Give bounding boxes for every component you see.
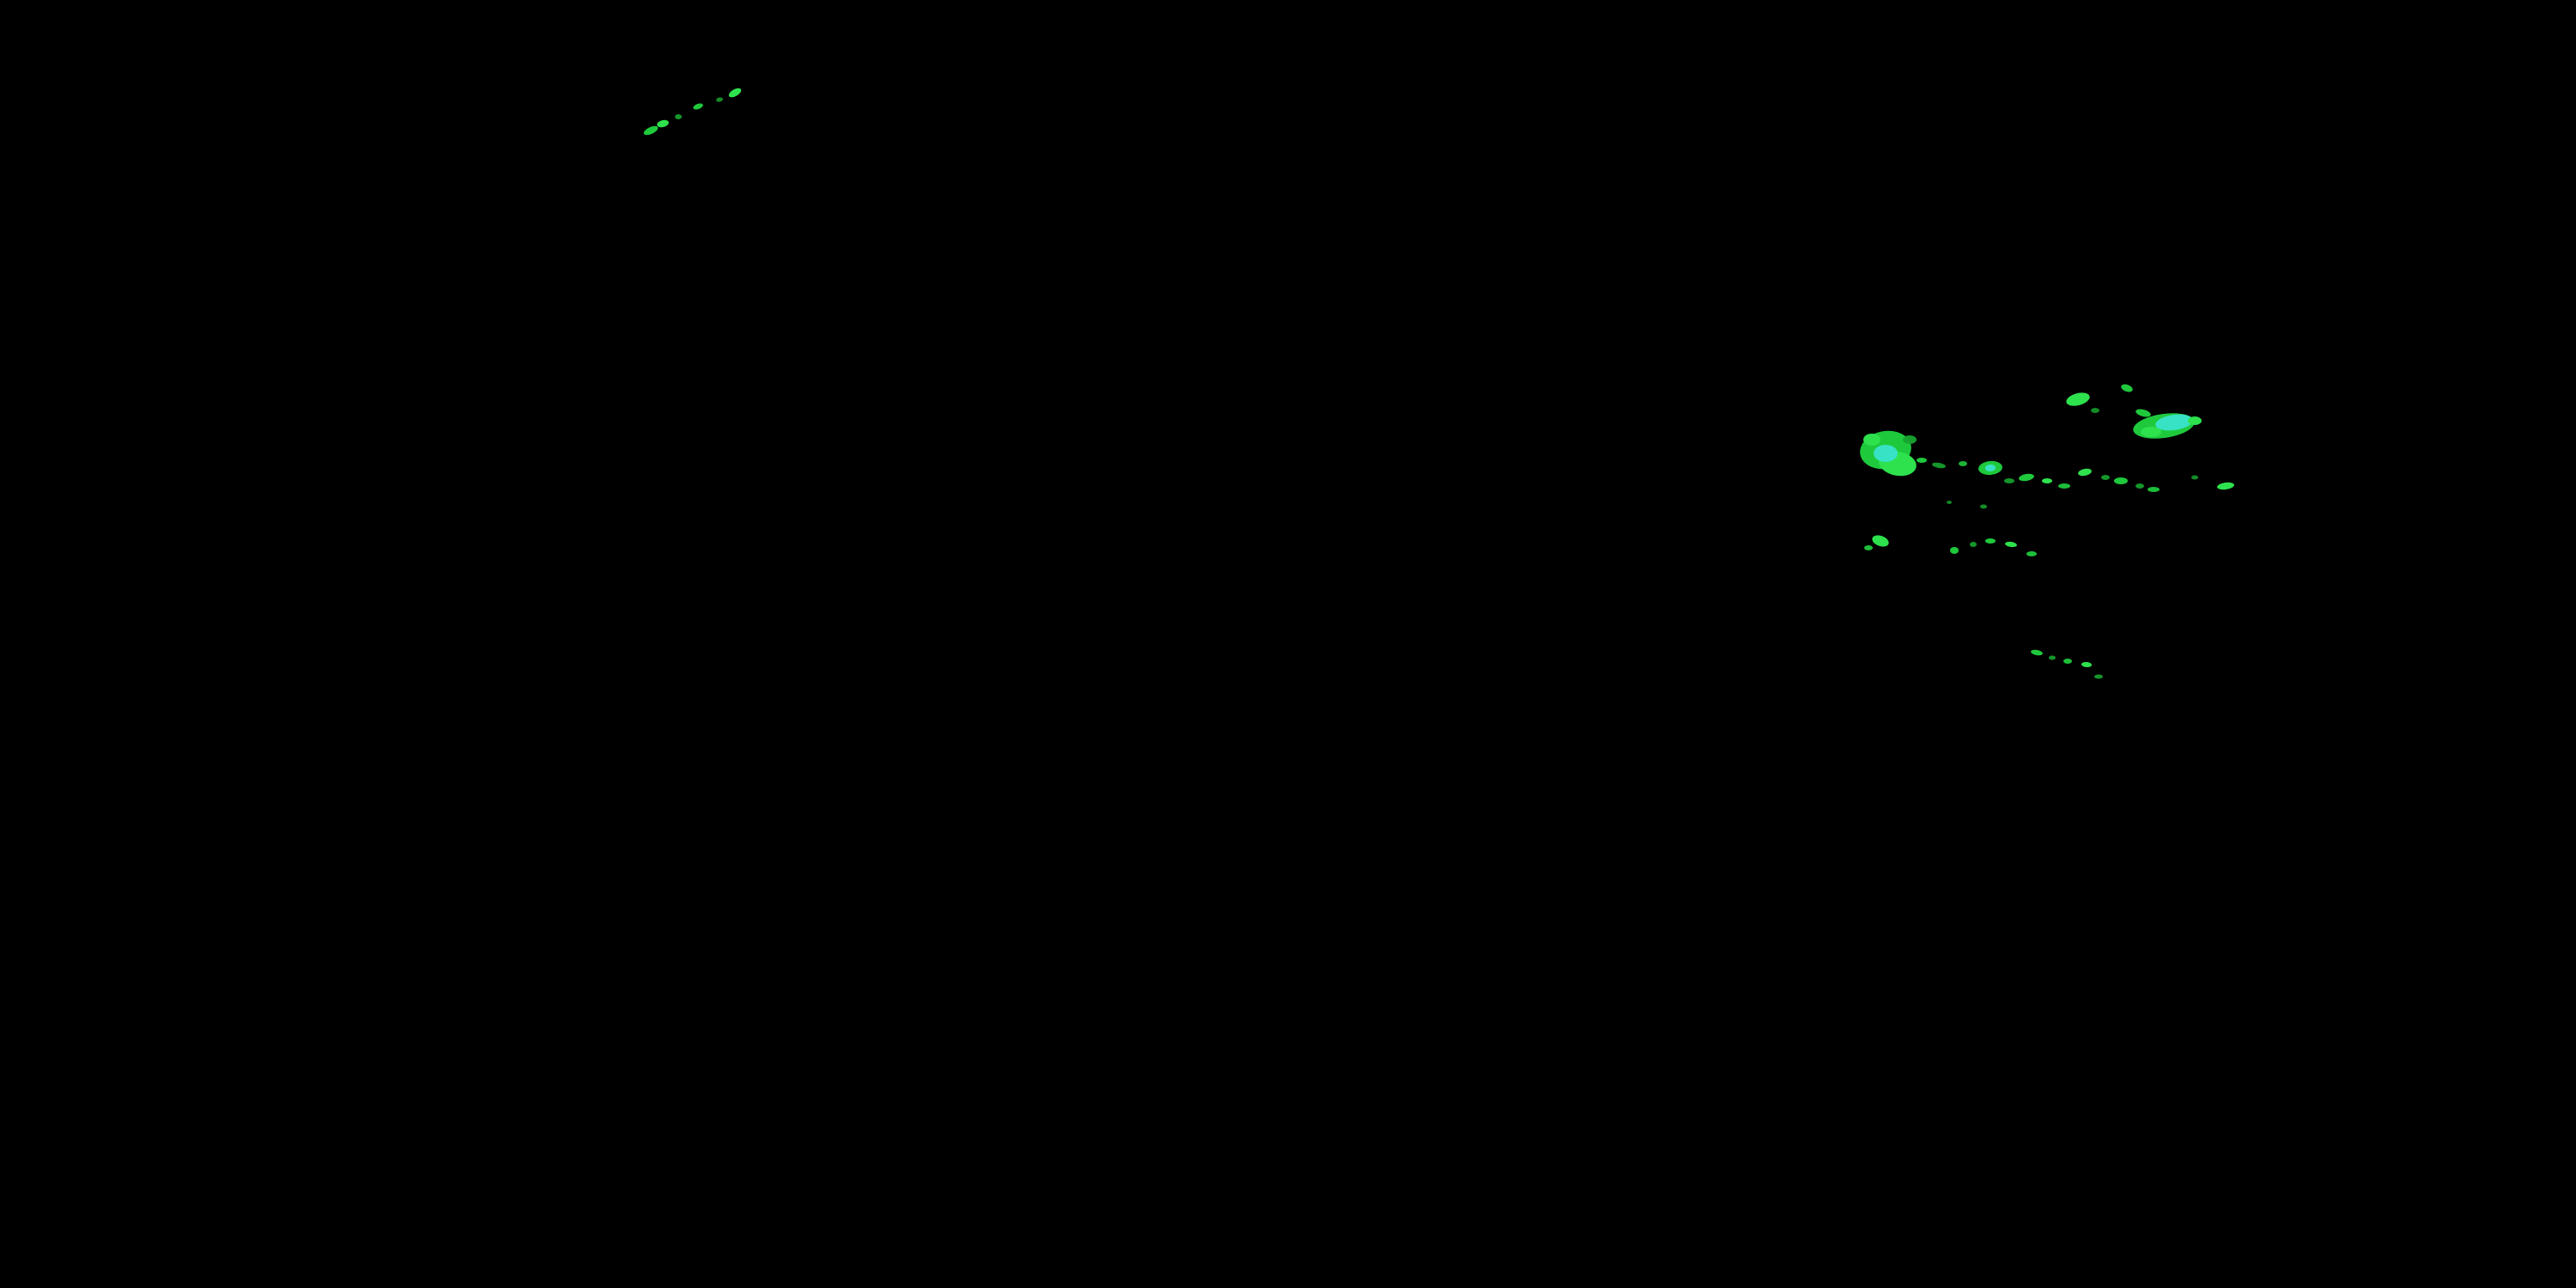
radar-echo-cell — [1874, 445, 1898, 462]
radar-echo-cell — [716, 97, 723, 102]
radar-echo-cell — [1917, 458, 1927, 463]
radar-echo-cell — [2058, 483, 2070, 489]
radar-echo-cell — [1959, 461, 1967, 466]
radar-echo-cell — [2191, 475, 2198, 480]
radar-echo-cell — [2141, 427, 2161, 437]
radar-echo-cell — [2078, 468, 2092, 477]
radar-echo-cell — [2004, 478, 2014, 483]
radar-echo-cell — [2066, 392, 2090, 406]
radar-echo-cell — [1872, 535, 1889, 547]
radar-echo-cell — [2031, 649, 2043, 656]
radar-echo-cell — [2091, 408, 2099, 413]
radar-echo-cell — [643, 125, 659, 136]
radar-echo-cell — [1980, 504, 1987, 509]
radar-echo-cell — [2094, 674, 2103, 679]
radar-echo-cell — [2148, 487, 2160, 492]
radar-echo-cell — [2101, 475, 2110, 480]
radar-echo-cell — [1864, 545, 1873, 550]
radar-echo-cell — [2019, 473, 2034, 482]
radar-echo-cell — [1863, 434, 1880, 446]
radar-echo-cell — [2136, 409, 2151, 417]
radar-echo-cell — [2217, 482, 2234, 490]
radar-echo-cell — [2005, 541, 2017, 548]
radar-echo-cell — [693, 103, 703, 110]
radar-echo-cell — [2026, 551, 2037, 556]
radar-echo-cell — [1947, 501, 1952, 504]
radar-echo-cell — [2188, 416, 2202, 425]
radar-echo-cell — [2121, 384, 2133, 392]
radar-echo-cell — [1903, 435, 1917, 444]
radar-echo-cell — [2042, 478, 2052, 483]
radar-echo-cell — [2114, 477, 2128, 484]
radar-echo-cell — [2049, 655, 2056, 660]
radar-echo-cell — [1932, 462, 1946, 469]
radar-echo-cell — [2155, 414, 2193, 431]
radar-echo-cell — [1970, 542, 1977, 547]
radar-echo-cell — [2063, 659, 2072, 664]
radar-echo-cell — [1950, 547, 1959, 554]
radar-echo-cell — [728, 88, 742, 98]
radar-echo-cell — [1985, 538, 1996, 544]
radar-echo-cell — [2081, 661, 2092, 668]
radar-echo-cell — [2136, 483, 2144, 489]
radar-echo-cell — [675, 114, 682, 119]
radar-echo-cell — [1985, 464, 1996, 472]
radar-echo-cell — [657, 119, 669, 128]
